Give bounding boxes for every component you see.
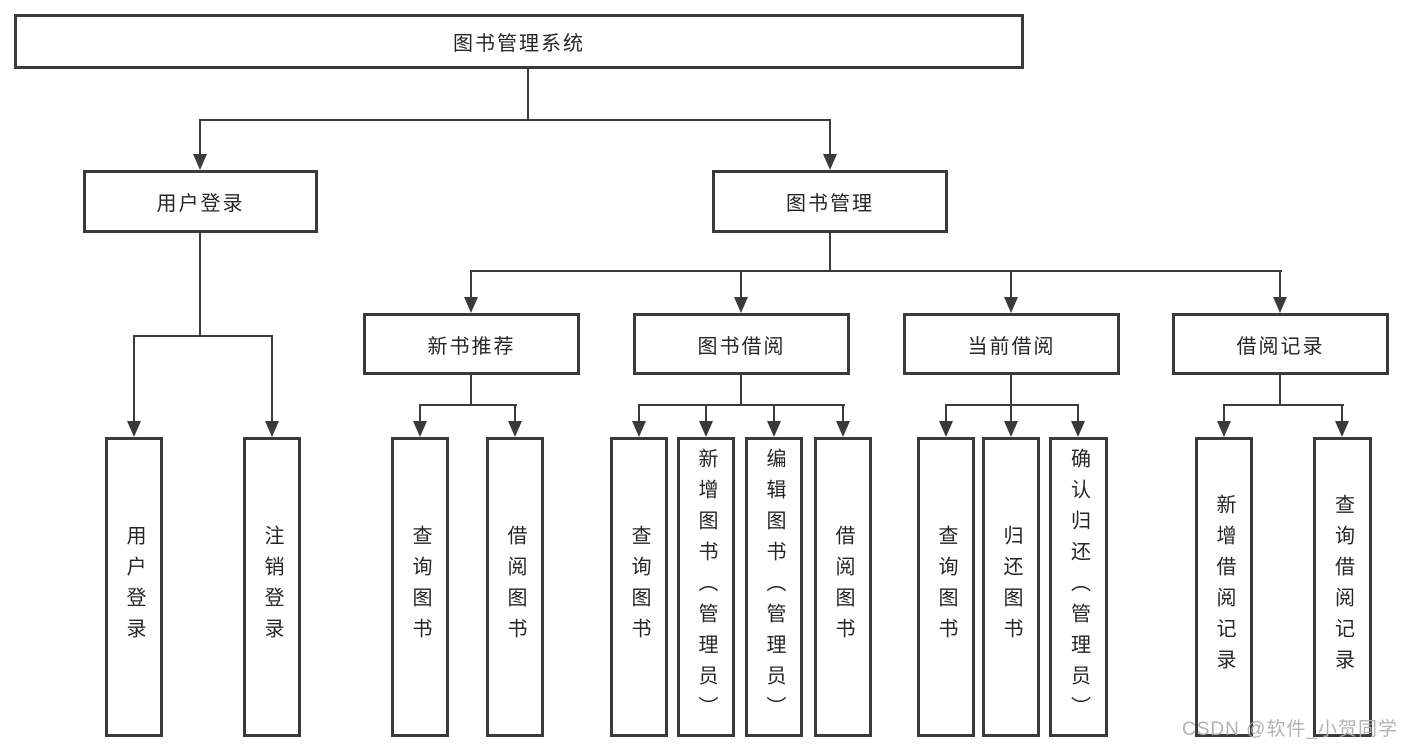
node-label: 查询图书: [935, 525, 957, 649]
leaf-borrow-books-1: 借阅图书: [486, 437, 544, 737]
connector-line: [199, 119, 831, 121]
connector-line: [829, 233, 831, 272]
node-label: 查询借阅记录: [1331, 494, 1354, 680]
connector-line: [470, 375, 472, 406]
node-label: 图书借阅: [697, 335, 786, 358]
leaf-confirm-return-admin: 确认归还（管理员）: [1049, 437, 1108, 737]
arrow-down-icon: [508, 421, 522, 437]
arrow-down-icon: [464, 297, 478, 313]
node-label: 图书管理: [786, 193, 874, 215]
node-label: 新增图书（管理员）: [695, 447, 717, 727]
node-label: 编辑图书（管理员）: [763, 447, 785, 727]
connector-line: [470, 270, 472, 299]
connector-line: [945, 404, 1079, 406]
leaf-logout: 注销登录: [243, 437, 301, 737]
node-label: 确认归还（管理员）: [1067, 447, 1090, 727]
connector-line: [1077, 404, 1079, 423]
connector-line: [1279, 270, 1281, 299]
leaf-query-books-1: 查询图书: [391, 437, 449, 737]
node-current-borrowing: 当前借阅: [903, 313, 1120, 375]
node-book-management: 图书管理: [712, 170, 948, 233]
node-label: 借阅图书: [832, 525, 854, 649]
connector-line: [1010, 375, 1012, 406]
connector-line: [842, 404, 844, 423]
node-label: 新书推荐: [427, 335, 516, 358]
csdn-watermark: CSDN @软件_小贺同学: [1182, 719, 1398, 740]
node-library-management-system: 图书管理系统: [14, 14, 1024, 69]
connector-line: [419, 404, 421, 423]
arrow-down-icon: [413, 421, 427, 437]
leaf-query-borrow-record: 查询借阅记录: [1313, 437, 1372, 737]
leaf-return-books: 归还图书: [982, 437, 1040, 737]
connector-line: [773, 404, 775, 423]
connector-line: [470, 270, 1282, 272]
leaf-borrow-books-2: 借阅图书: [814, 437, 872, 737]
node-borrowing-records: 借阅记录: [1172, 313, 1389, 375]
node-label: 新增借阅记录: [1213, 494, 1235, 680]
node-label: 查询图书: [628, 525, 650, 649]
arrow-down-icon: [1004, 297, 1018, 313]
arrow-down-icon: [193, 154, 207, 170]
connector-line: [740, 270, 742, 299]
node-label: 用户登录: [156, 193, 245, 215]
arrow-down-icon: [1004, 421, 1018, 437]
node-label: 查询图书: [409, 525, 431, 649]
arrow-down-icon: [699, 421, 713, 437]
leaf-add-borrow-record: 新增借阅记录: [1195, 437, 1253, 737]
connector-line: [1010, 404, 1012, 423]
connector-line: [1223, 404, 1225, 423]
arrow-down-icon: [1335, 421, 1349, 437]
node-label: 借阅记录: [1236, 335, 1325, 358]
node-book-borrowing: 图书借阅: [633, 313, 850, 375]
connector-line: [1010, 270, 1012, 299]
connector-line: [638, 404, 640, 423]
arrow-down-icon: [836, 421, 850, 437]
connector-line: [419, 404, 517, 406]
arrow-down-icon: [823, 154, 837, 170]
connector-line: [199, 119, 201, 157]
node-label: 借阅图书: [504, 525, 526, 649]
node-user-login: 用户登录: [83, 170, 318, 233]
arrow-down-icon: [1217, 421, 1231, 437]
connector-line: [740, 375, 742, 406]
connector-line: [1279, 375, 1281, 406]
node-label: 注销登录: [261, 525, 283, 649]
connector-line: [514, 404, 516, 423]
connector-line: [829, 119, 831, 157]
leaf-user-login: 用户登录: [105, 437, 163, 737]
arrow-down-icon: [1273, 297, 1287, 313]
connector-line: [705, 404, 707, 423]
connector-line: [1223, 404, 1344, 406]
arrow-down-icon: [734, 297, 748, 313]
connector-line: [133, 335, 273, 337]
node-label: 当前借阅: [967, 335, 1056, 358]
leaf-edit-books-admin: 编辑图书（管理员）: [745, 437, 803, 737]
connector-line: [1341, 404, 1343, 423]
arrow-down-icon: [632, 421, 646, 437]
leaf-query-books-3: 查询图书: [917, 437, 975, 737]
connector-line: [638, 404, 845, 406]
arrow-down-icon: [767, 421, 781, 437]
node-label: 图书管理系统: [453, 33, 585, 55]
connector-line: [271, 335, 273, 423]
arrow-down-icon: [1071, 421, 1085, 437]
leaf-add-books-admin: 新增图书（管理员）: [677, 437, 735, 737]
arrow-down-icon: [265, 421, 279, 437]
connector-line: [199, 233, 201, 337]
node-label: 归还图书: [1000, 525, 1022, 649]
node-label: 用户登录: [123, 525, 145, 649]
connector-line: [945, 404, 947, 423]
connector-line: [527, 68, 529, 120]
leaf-query-books-2: 查询图书: [610, 437, 668, 737]
arrow-down-icon: [939, 421, 953, 437]
node-new-book-recommendation: 新书推荐: [363, 313, 580, 375]
connector-line: [133, 335, 135, 423]
arrow-down-icon: [127, 421, 141, 437]
